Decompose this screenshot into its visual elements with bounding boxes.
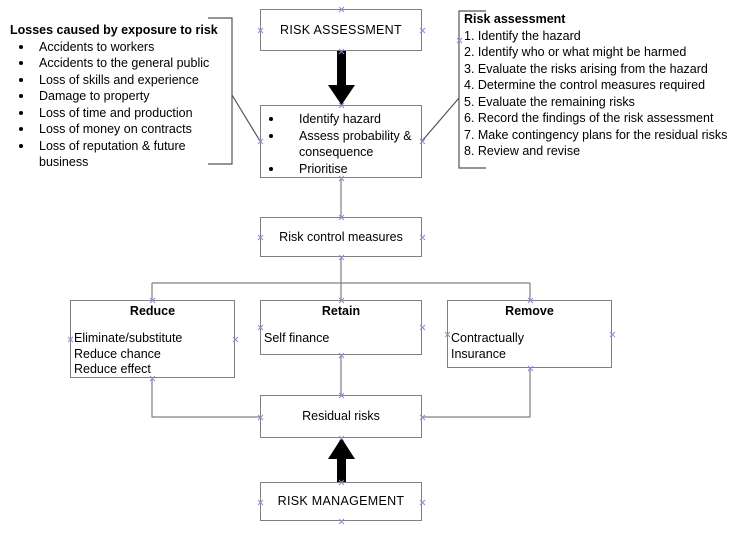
list-item: Accidents to workers	[10, 39, 218, 56]
node-remove-title: Remove	[505, 304, 554, 318]
list-item-label: Assess probability &	[299, 128, 412, 143]
list-item: 2. Identify who or what might be harmed	[464, 45, 687, 59]
bullet-dot	[19, 143, 23, 148]
node-risk-control-measures[interactable]: Risk control measures	[260, 217, 422, 257]
body-line: Reduce effect	[74, 362, 151, 376]
handle-mark	[456, 37, 463, 44]
node-risk-management[interactable]: RISK MANAGEMENT	[260, 482, 422, 521]
thick-arrow-down-assessment	[328, 51, 355, 105]
list-item: Assess probability &	[261, 128, 421, 145]
node-reduce-body: Eliminate/substitute Reduce chance Reduc…	[71, 331, 234, 378]
list-item: 1. Identify the hazard	[464, 28, 581, 43]
bullet-dot	[19, 61, 23, 65]
list-item: Loss of time and production	[10, 105, 218, 122]
body-line: Insurance	[451, 346, 506, 361]
list-item: 7. Make contingency plans for the residu…	[464, 127, 728, 142]
risk-assessment-leader-line	[421, 97, 460, 142]
bullet-dot	[19, 110, 23, 115]
bullet-dot	[19, 44, 23, 49]
list-item-continuation: consequence	[261, 144, 421, 161]
body-line: Contractually	[451, 331, 524, 345]
list-item: 8. Review and revise	[464, 144, 581, 158]
risk-assessment-heading: Risk assessment	[464, 12, 566, 26]
bullet-dot	[269, 117, 273, 121]
list-item-label: Identify hazard	[299, 112, 381, 126]
bullet-dot	[269, 133, 273, 138]
list-item-label: Loss of time and production	[39, 105, 193, 120]
losses-heading: Losses caused by exposure to risk	[10, 23, 218, 37]
list-item: Loss of money on contracts	[10, 121, 218, 138]
list-item: Identify hazard	[261, 111, 421, 128]
list-item: 3. Evaluate the risks arising from the h…	[464, 61, 708, 76]
losses-text-block: Losses caused by exposure to risk Accide…	[10, 22, 218, 171]
body-line: Eliminate/substitute	[74, 331, 183, 345]
node-risk-assessment-label: RISK ASSESSMENT	[280, 22, 402, 37]
line-reduce-to-residual	[151, 378, 260, 418]
node-residual-risks[interactable]: Residual risks	[260, 395, 422, 438]
list-item: Prioritise	[261, 161, 421, 178]
list-item-label: Accidents to the general public	[39, 56, 210, 70]
bullet-dot	[19, 127, 23, 131]
node-retain-body: Self finance	[261, 331, 421, 347]
node-reduce-title: Reduce	[129, 304, 176, 318]
list-item-label: business	[39, 155, 89, 169]
bullet-dot	[269, 166, 273, 171]
assessment-steps-list: Identify hazard Assess probability & con…	[261, 111, 421, 177]
node-remove-body: Contractually Insurance	[448, 331, 611, 362]
node-risk-management-label: RISK MANAGEMENT	[277, 494, 405, 508]
list-item-label: Prioritise	[299, 161, 348, 176]
risk-assessment-text-block: Risk assessment 1. Identify the hazard 2…	[464, 11, 727, 160]
list-item-label: Loss of money on contracts	[39, 122, 192, 136]
bullet-dot	[19, 77, 23, 82]
node-retain[interactable]: Retain Self finance	[260, 300, 422, 355]
thick-arrow-up-management	[328, 438, 355, 482]
line-remove-to-residual	[422, 368, 531, 418]
node-remove[interactable]: Remove Contractually Insurance	[447, 300, 612, 368]
list-item: Damage to property	[10, 88, 218, 105]
list-item: 4. Determine the control measures requir…	[464, 78, 706, 92]
list-item-continuation: business	[10, 154, 218, 171]
list-item: 5. Evaluate the remaining risks	[464, 94, 635, 109]
body-line: Reduce chance	[74, 346, 161, 361]
list-item-label: Loss of reputation & future	[39, 138, 186, 153]
list-item: Loss of skills and experience	[10, 72, 218, 89]
bullet-dot	[19, 94, 23, 98]
node-risk-control-measures-label: Risk control measures	[279, 229, 403, 244]
node-assessment-steps[interactable]: Identify hazard Assess probability & con…	[260, 105, 422, 178]
list-item-label: Accidents to workers	[39, 39, 155, 54]
node-retain-title: Retain	[321, 304, 361, 318]
body-line: Self finance	[264, 331, 330, 345]
node-residual-risks-label: Residual risks	[302, 409, 380, 423]
list-item-label: Loss of skills and experience	[39, 72, 199, 87]
list-item: 6. Record the findings of the risk asses…	[464, 111, 714, 125]
losses-list: Accidents to workers Accidents to the ge…	[10, 39, 218, 171]
node-reduce[interactable]: Reduce Eliminate/substitute Reduce chanc…	[70, 300, 235, 378]
node-risk-assessment[interactable]: RISK ASSESSMENT	[260, 9, 422, 51]
list-item: Accidents to the general public	[10, 55, 218, 72]
list-item-label: Damage to property	[39, 89, 150, 103]
risk-assessment-steps-list: 1. Identify the hazard 2. Identify who o…	[464, 28, 727, 160]
losses-leader-line	[231, 94, 261, 142]
list-item-label: consequence	[299, 145, 374, 159]
list-item: Loss of reputation & future	[10, 138, 218, 155]
